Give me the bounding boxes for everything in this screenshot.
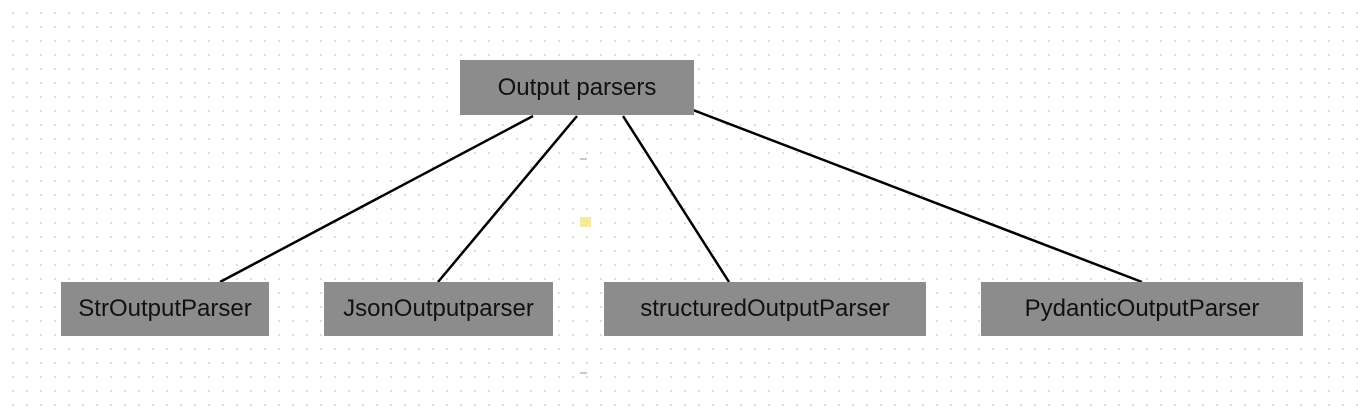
stray-dash-mark (580, 158, 587, 160)
edge-root-to-pydantic-output-parser (692, 108, 1143, 284)
sticky-note-icon (580, 217, 591, 227)
root-node-output-parsers: Output parsers (460, 60, 694, 115)
stray-dash-mark (580, 372, 587, 374)
child-node-str-output-parser: StrOutputParser (61, 282, 269, 336)
child-node-label: StrOutputParser (78, 295, 252, 322)
edge-root-to-json-output-parser (437, 115, 578, 283)
child-node-label: PydanticOutputParser (1024, 295, 1260, 322)
child-node-structured-output-parser: structuredOutputParser (604, 282, 926, 336)
child-node-label: structuredOutputParser (640, 295, 890, 322)
edge-root-to-str-output-parser (219, 114, 534, 284)
child-node-label: JsonOutputparser (343, 295, 534, 322)
child-node-pydantic-output-parser: PydanticOutputParser (981, 282, 1303, 336)
edge-root-to-structured-output-parser (621, 115, 731, 283)
child-node-json-output-parser: JsonOutputparser (324, 282, 553, 336)
root-node-label: Output parsers (497, 73, 657, 101)
